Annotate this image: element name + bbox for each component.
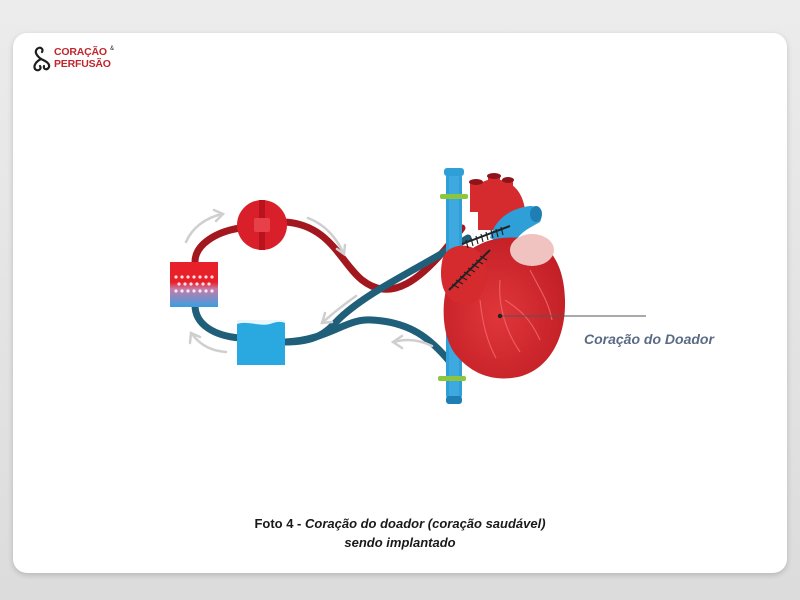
- reservoir-icon: [237, 320, 285, 365]
- arterial-line: [191, 218, 466, 293]
- heart-label: Coração do Doador: [584, 331, 714, 347]
- donor-heart: [440, 173, 566, 379]
- flow-arrow-icon: [306, 216, 347, 257]
- content-card: [13, 33, 787, 573]
- logo-text-line1: CORAÇÃO: [54, 46, 107, 58]
- logo-ampersand: &: [110, 46, 115, 52]
- logo: CORAÇÃO & PERFUSÃO: [28, 42, 128, 76]
- flow-arrow-icon: [320, 294, 358, 325]
- clamp-icon: [438, 194, 468, 381]
- triskelion-icon: [33, 46, 51, 72]
- flow-arrows: [184, 208, 434, 354]
- caption-label: Foto 4 -: [254, 516, 305, 531]
- oxygenator-icon: [170, 262, 218, 307]
- flow-arrow-icon: [184, 208, 226, 244]
- heart-label-leader: [497, 313, 646, 319]
- figure-caption: Foto 4 - Coração do doador (coração saud…: [200, 514, 600, 552]
- caption-line1: Coração do doador (coração saudável): [304, 516, 546, 531]
- flow-arrow-icon: [188, 331, 228, 354]
- pump-icon: [237, 200, 287, 250]
- caption-line2: sendo implantado: [344, 535, 456, 550]
- venous-line: [191, 234, 472, 366]
- flow-arrow-icon: [390, 334, 434, 350]
- logo-text-line2: PERFUSÃO: [54, 58, 111, 70]
